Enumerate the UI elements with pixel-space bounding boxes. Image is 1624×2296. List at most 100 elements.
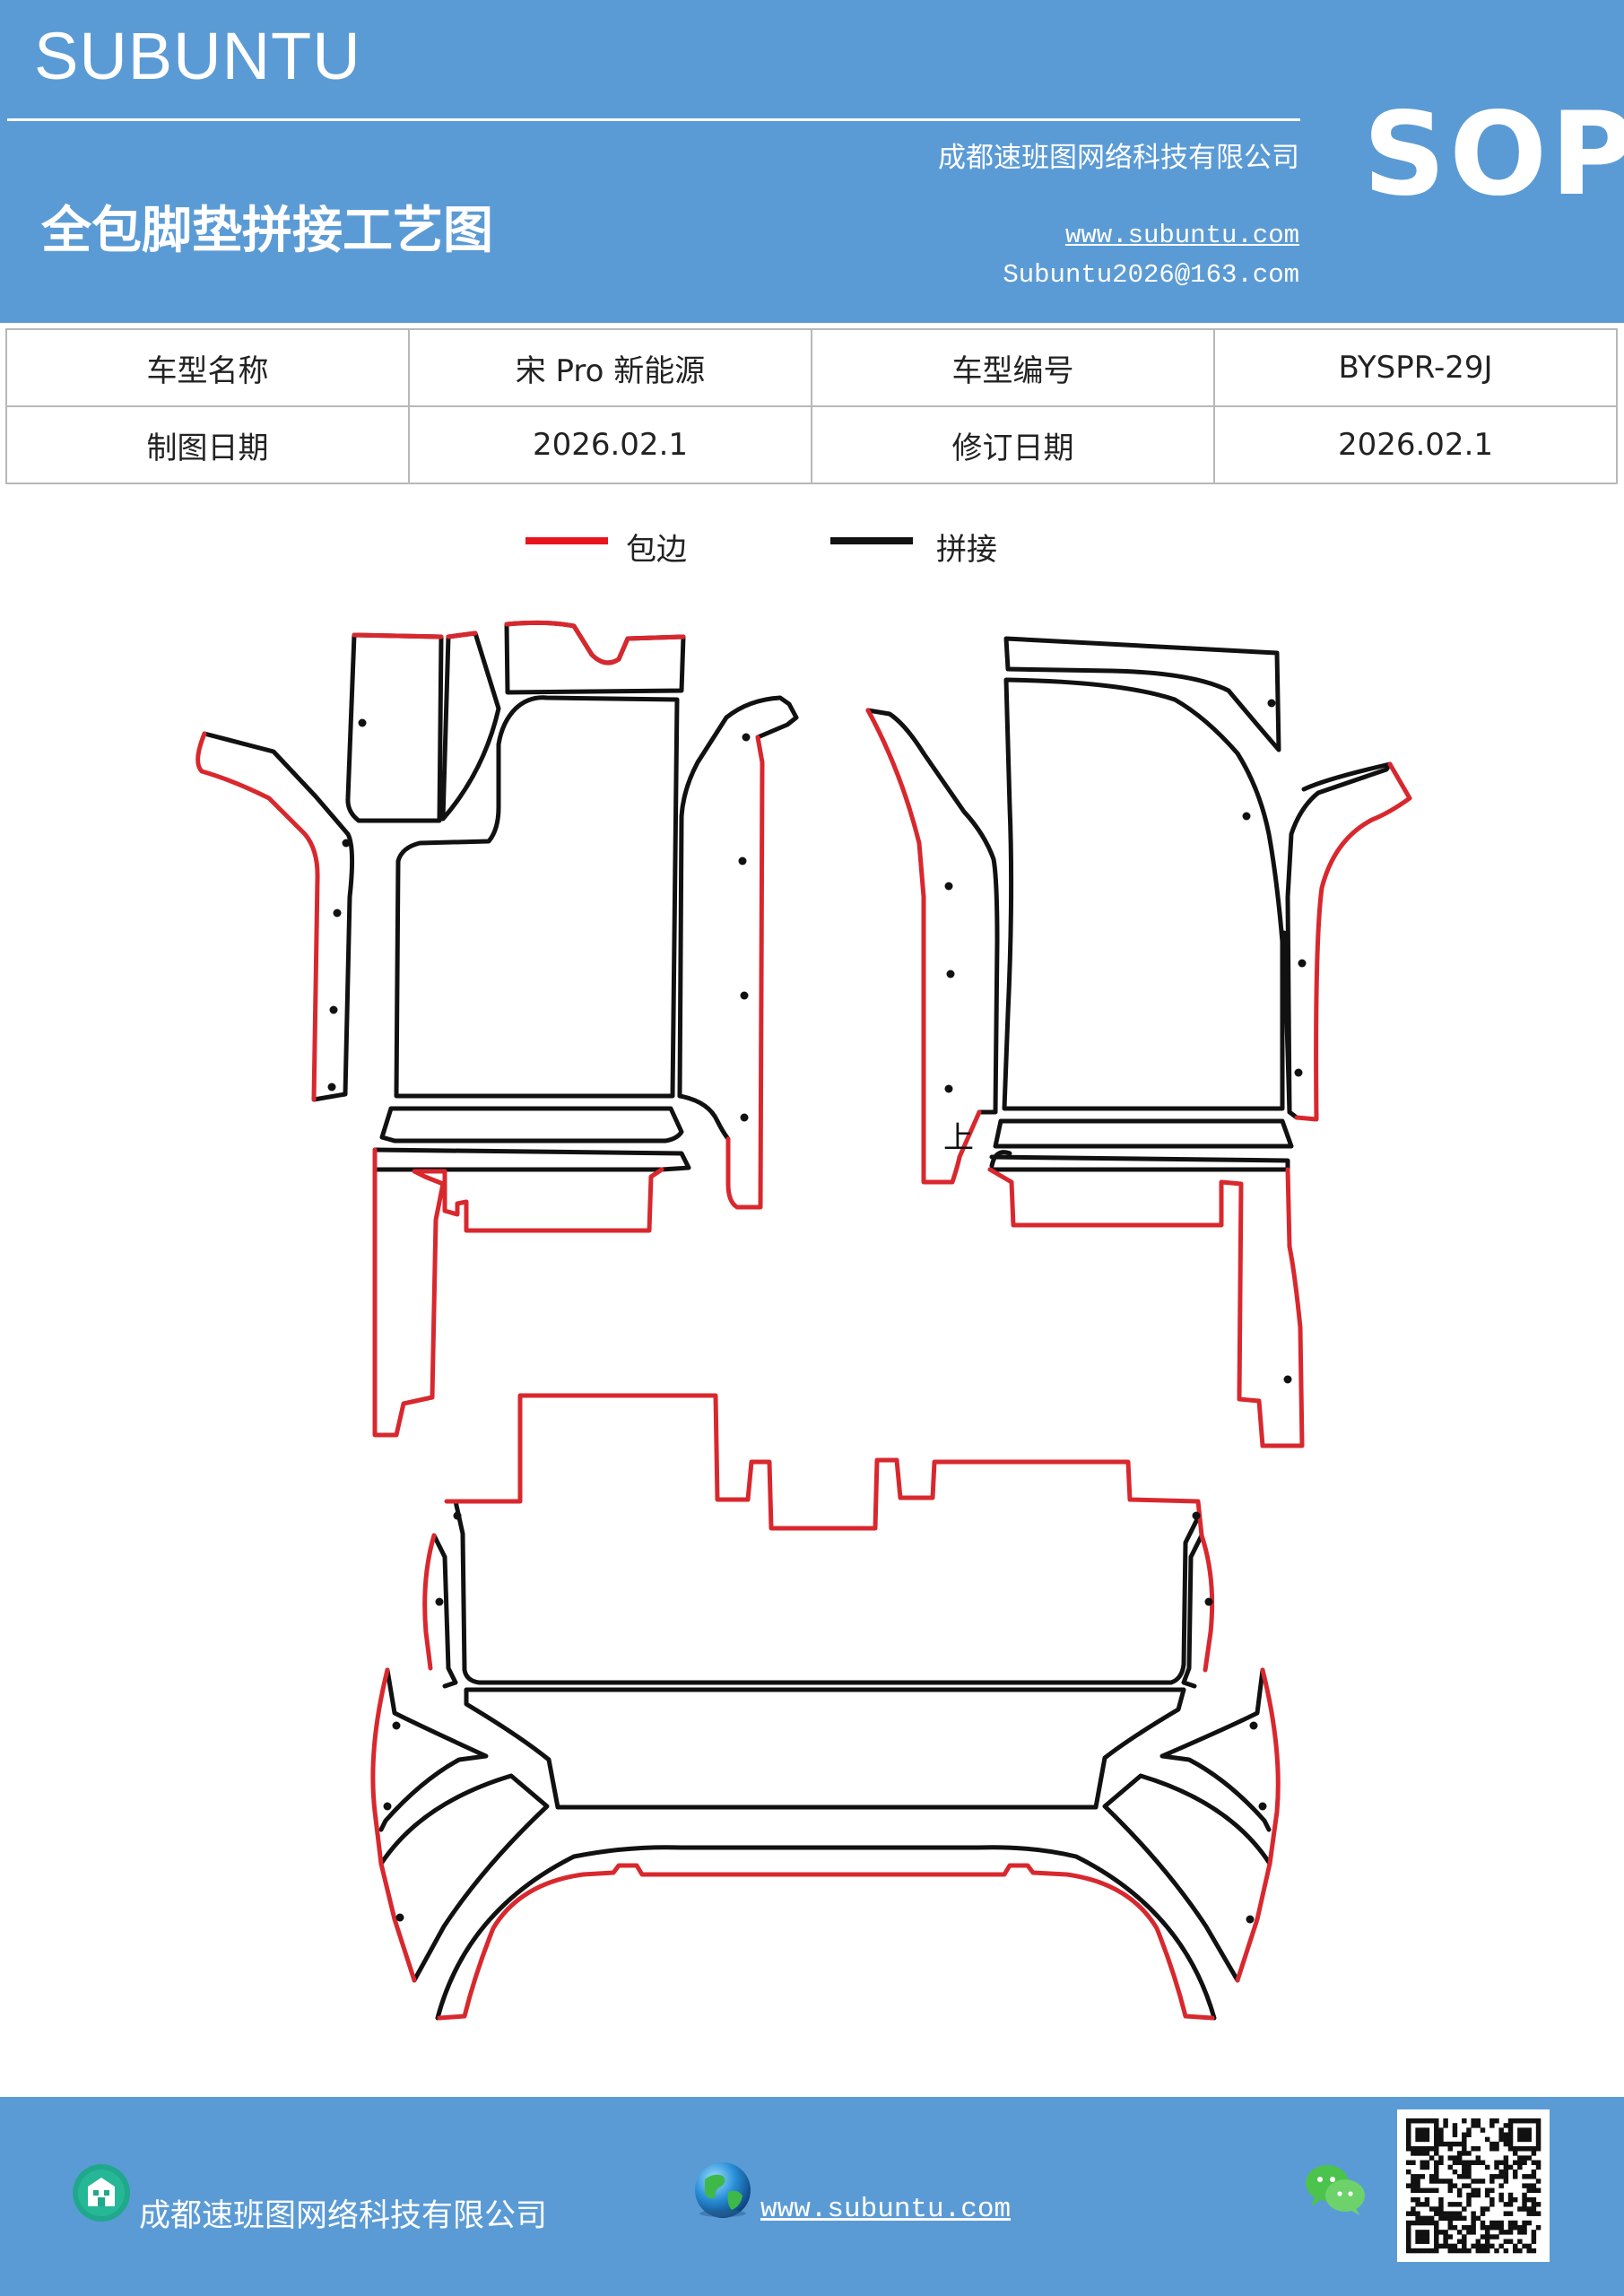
qr-module [1443, 2118, 1448, 2124]
qr-module [1489, 2196, 1495, 2203]
qr-module [1526, 2211, 1532, 2216]
qr-module [1456, 2230, 1463, 2235]
qr-module [1447, 2224, 1454, 2231]
qr-module [1507, 2118, 1514, 2124]
qr-module [1507, 2132, 1514, 2137]
qr-module [1434, 2187, 1439, 2194]
qr-module [1526, 2220, 1532, 2226]
qr-module [1434, 2118, 1439, 2124]
qr-module [1434, 2123, 1439, 2128]
qr-module [1507, 2224, 1514, 2231]
qr-module [1471, 2211, 1476, 2216]
qr-module [1406, 2146, 1411, 2152]
footer-website-link[interactable]: www.subuntu.com [760, 2194, 1012, 2225]
revision-date-label: 修订日期 [811, 405, 1215, 484]
qr-module [1484, 2206, 1490, 2212]
mat-piece [677, 695, 799, 1099]
qr-module [1456, 2174, 1463, 2179]
mat-piece [464, 1687, 1186, 1810]
qr-module [1512, 2151, 1518, 2156]
qr-module [1438, 2243, 1444, 2249]
globe-icon [692, 2160, 753, 2221]
qr-module [1475, 2160, 1481, 2166]
qr-module [1471, 2118, 1476, 2124]
mat-piece [989, 1150, 1012, 1169]
qr-module [1406, 2118, 1411, 2124]
edge-segment [352, 632, 444, 639]
qr-module [1415, 2127, 1420, 2133]
qr-module [1489, 2146, 1495, 2152]
website-link[interactable]: www.subuntu.com [1064, 221, 1299, 250]
qr-module [1415, 2118, 1420, 2124]
qr-module [1522, 2243, 1527, 2249]
qr-module [1434, 2234, 1439, 2239]
qr-module [1456, 2211, 1463, 2216]
footer-company-name: 成都速班图网络科技有限公司 [139, 2198, 548, 2234]
qr-module [1512, 2248, 1518, 2254]
qr-module [1522, 2183, 1527, 2188]
qr-module [1415, 2248, 1420, 2254]
qr-module [1447, 2243, 1454, 2249]
qr-module [1517, 2132, 1523, 2137]
dot [1192, 1511, 1201, 1520]
qr-module [1526, 2174, 1532, 2179]
qr-module [1507, 2141, 1514, 2147]
qr-module [1522, 2160, 1527, 2166]
qr-module [1517, 2230, 1523, 2235]
qr-module [1484, 2136, 1490, 2143]
mat-piece [379, 1106, 684, 1144]
qr-module [1498, 2192, 1504, 2198]
dot [395, 1913, 404, 1922]
qr-module [1503, 2164, 1509, 2170]
qr-module [1471, 2146, 1476, 2152]
qr-module [1411, 2196, 1416, 2203]
qr-module [1462, 2239, 1467, 2244]
qr-module [1420, 2118, 1425, 2124]
qr-module [1522, 2174, 1527, 2179]
qr-module [1456, 2202, 1463, 2207]
qr-module [1494, 2234, 1499, 2239]
qr-module [1415, 2234, 1420, 2239]
qr-module [1531, 2187, 1537, 2194]
dot [1258, 1802, 1267, 1811]
qr-module [1434, 2132, 1439, 2137]
legend-swatch-edge [525, 537, 608, 544]
qr-module [1420, 2202, 1425, 2207]
mat-piece [435, 1845, 1217, 2021]
dot [358, 718, 367, 727]
qr-module [1535, 2202, 1541, 2207]
qr-module [1535, 2179, 1541, 2184]
qr-module [1462, 2248, 1467, 2254]
qr-module [1475, 2187, 1481, 2194]
qr-module [1424, 2230, 1430, 2235]
qr-module [1420, 2234, 1425, 2239]
qr-module [1443, 2243, 1448, 2249]
qr-module [1503, 2239, 1509, 2244]
qr-module [1438, 2211, 1444, 2216]
qr-module [1471, 2192, 1476, 2198]
qr-module [1522, 2192, 1527, 2198]
mat-piece [440, 631, 501, 822]
qr-module [1452, 2141, 1458, 2147]
qr-module [1503, 2211, 1509, 2216]
qr-module [1406, 2234, 1411, 2239]
qr-module [1489, 2123, 1495, 2128]
qr-module [1406, 2169, 1411, 2175]
qr-module [1434, 2179, 1439, 2184]
qr-module [1489, 2243, 1495, 2249]
qr-module [1480, 2206, 1486, 2212]
qr-module [1411, 2160, 1416, 2166]
qr-module [1535, 2160, 1541, 2166]
qr-module [1462, 2234, 1467, 2239]
qr-module [1480, 2211, 1486, 2216]
qr-module [1438, 2202, 1444, 2207]
qr-module [1462, 2215, 1467, 2222]
dot [1242, 812, 1251, 821]
building-icon [72, 2163, 131, 2222]
qr-module [1452, 2243, 1458, 2249]
qr-module [1517, 2155, 1523, 2161]
qr-module [1411, 2118, 1416, 2124]
qr-module [1480, 2224, 1486, 2231]
qr-module [1466, 2169, 1472, 2175]
qr-module [1498, 2132, 1504, 2137]
